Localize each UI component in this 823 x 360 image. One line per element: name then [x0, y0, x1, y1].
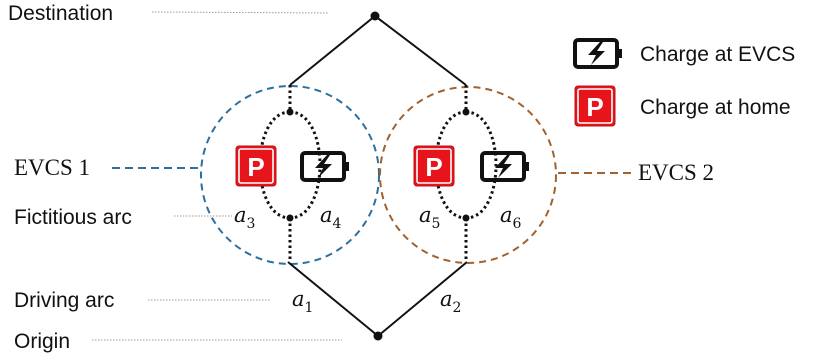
legend-parking-icon: P: [574, 85, 616, 127]
arc-label-a6: a6: [500, 203, 522, 232]
parking-letter: P: [586, 92, 603, 122]
evcs2-top-node: [462, 108, 470, 116]
parking-letter: P: [247, 152, 264, 182]
top-driving-arcs: [289, 14, 467, 86]
parking-icon-evcs1: P: [235, 145, 277, 187]
parking-icon-evcs2: P: [413, 145, 455, 187]
fictitious-arc-a6: [465, 110, 498, 220]
evcs2-bottom-node: [462, 214, 470, 222]
destination-label: Destination: [8, 2, 113, 25]
destination-leader: [151, 11, 329, 14]
legend-battery-charging-icon: [573, 38, 624, 69]
arc-label-a3: a3: [234, 203, 255, 232]
parking-letter: P: [425, 152, 442, 182]
arc-label-a5: a5: [419, 203, 440, 232]
legend-charge-evcs-label: Charge at EVCS: [640, 43, 795, 66]
origin-node: [373, 331, 383, 341]
battery-charging-icon-evcs1: [300, 151, 351, 182]
legend-charge-home-label: Charge at home: [640, 96, 791, 119]
origin-label: Origin: [14, 330, 70, 353]
evcs1-label: EVCS 1: [14, 155, 90, 180]
driving-arc-label: Driving arc: [14, 289, 114, 312]
evcs2-circle: [379, 86, 557, 264]
arc-label-a1: a1: [292, 287, 313, 316]
fictitious-arc-label: Fictitious arc: [14, 206, 132, 229]
battery-charging-icon-evcs2: [480, 151, 531, 182]
fictitious-arc-a4: [289, 110, 322, 220]
evcs1-top-node: [286, 108, 294, 116]
evcs2-label: EVCS 2: [638, 160, 714, 185]
destination-node: [370, 11, 380, 21]
evcs1-bottom-node: [286, 214, 294, 222]
arc-label-a4: a4: [320, 203, 342, 232]
arc-label-a2: a2: [440, 287, 461, 316]
